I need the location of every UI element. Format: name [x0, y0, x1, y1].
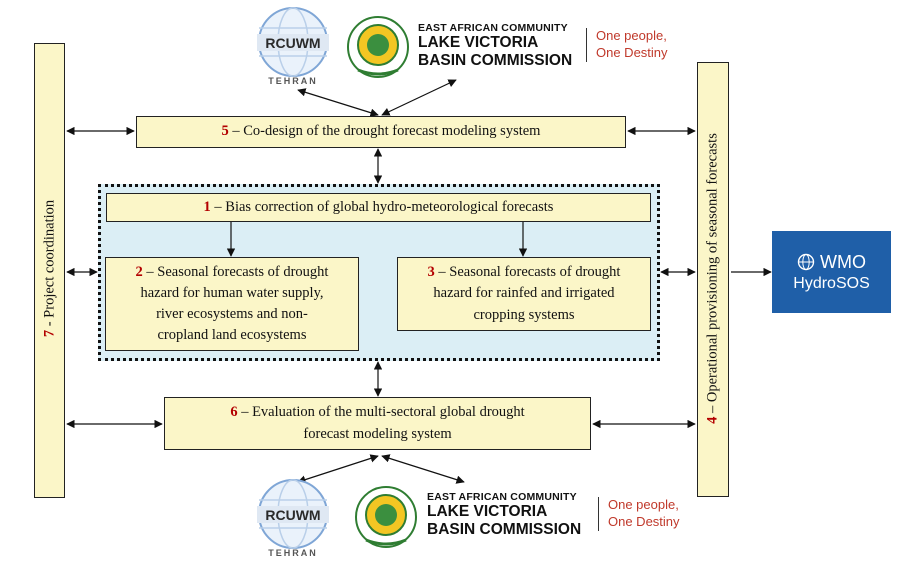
motto-top: One people, One Destiny	[586, 28, 668, 62]
rcuwm-logo-bottom: RCUWM TEHRAN	[253, 476, 333, 560]
rcuwm-letters-bottom: RCUWM	[265, 507, 320, 523]
box-operational-provisioning	[697, 62, 729, 497]
hydrosos-label: HydroSOS	[793, 274, 870, 292]
eac-emblem-top	[345, 14, 411, 80]
eac-emblem-bottom	[353, 484, 419, 550]
rcuwm-city-top: TEHRAN	[268, 76, 318, 86]
operational-provisioning-label: 4 – Operational provisioning of seasonal…	[704, 133, 721, 424]
box-evaluation: 6 – Evaluation of the multi-sectoral glo…	[164, 397, 591, 450]
arrow-eac-bottom	[381, 454, 465, 484]
box-codesign: 5 – Co-design of the drought forecast mo…	[136, 116, 626, 148]
rcuwm-logo-top: RCUWM TEHRAN	[253, 4, 333, 88]
box-human-water-supply: 2 – Seasonal forecasts of drought hazard…	[105, 257, 359, 351]
box-cropping-systems: 3 – Seasonal forecasts of drought hazard…	[397, 257, 651, 331]
eac-wordmark-top: EAST AFRICAN COMMUNITY LAKE VICTORIA BAS…	[418, 22, 573, 69]
eac-wordmark-bottom: EAST AFRICAN COMMUNITY LAKE VICTORIA BAS…	[427, 491, 582, 538]
motto-bottom: One people, One Destiny	[598, 497, 680, 531]
wmo-label: WMO	[820, 251, 866, 272]
box-project-coordination	[34, 43, 65, 498]
wmo-globe-icon	[797, 253, 815, 271]
rcuwm-letters-top: RCUWM	[265, 35, 320, 51]
arrow-eac-top	[381, 79, 457, 116]
project-coordination-label: 7 - Project coordination	[41, 199, 58, 338]
wmo-hydrosos-logo: WMO HydroSOS	[772, 231, 891, 313]
rcuwm-city-bottom: TEHRAN	[268, 548, 318, 558]
box-bias-correction: 1 – Bias correction of global hydro-mete…	[106, 193, 651, 222]
arrow-rcuwm-bottom	[297, 454, 379, 484]
arrow-rcuwm-top	[297, 88, 379, 117]
